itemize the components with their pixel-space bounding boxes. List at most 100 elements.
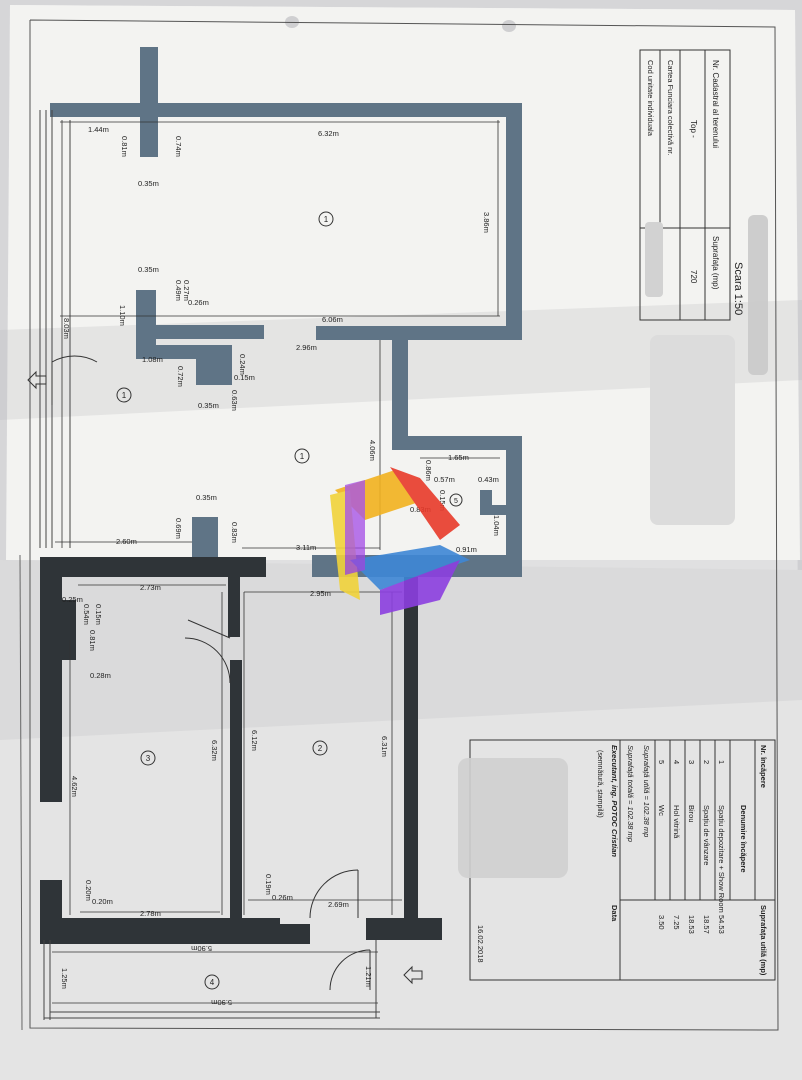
dimension-label: 0.27m	[182, 280, 191, 301]
table-row-nr: 1	[717, 760, 726, 764]
dimension-label: 6.32m	[318, 129, 339, 138]
dimension-label: 0.83m	[230, 522, 239, 543]
dimension-label: 0.15m	[94, 604, 103, 625]
dimension-label: 0.43m	[478, 475, 499, 484]
dimension-label: 6.12m	[250, 730, 259, 751]
surface-value: 720	[689, 270, 698, 284]
dimension-label: 0.69m	[174, 518, 183, 539]
table-row-name: Spațiu de vânzare	[702, 805, 711, 865]
dimension-label: 3.86m	[482, 212, 491, 233]
dimension-label: 0.15m	[234, 373, 255, 382]
dimension-label: 0.81m	[120, 136, 129, 157]
table-row-nr: 2	[702, 760, 711, 764]
dimension-label: 1.65m	[448, 453, 469, 462]
dimension-label: 0.19m	[264, 874, 273, 895]
dimension-label: 1.25m	[60, 968, 69, 989]
table-row-area: 3.50	[657, 915, 666, 930]
table-row-area: 54.53	[717, 915, 726, 934]
room-marker: 4	[210, 978, 215, 987]
redaction	[645, 222, 663, 297]
punch-hole	[502, 20, 516, 32]
rooms-table	[469, 739, 776, 981]
executant: Executant, ing. POTOC Cristian	[610, 745, 619, 857]
redaction	[458, 758, 568, 878]
redaction	[748, 215, 768, 375]
date-label: Data	[610, 905, 619, 922]
table-row-area: 18.57	[702, 915, 711, 934]
dimension-label: 0.86m	[424, 460, 433, 481]
dimension-label: 0.35m	[138, 179, 159, 188]
signature-note: (semnătură, ștampilă)	[596, 750, 603, 818]
paper-top-half	[6, 5, 800, 560]
table-row-nr: 3	[687, 760, 696, 764]
dimension-label: 0.26m	[272, 893, 293, 902]
table-row-name: Wc	[657, 805, 666, 816]
dimension-label: 0.35m	[138, 265, 159, 274]
dimension-label: 6.32m	[210, 740, 219, 761]
watermark-logo	[330, 467, 470, 615]
shadow-band-2	[0, 560, 802, 740]
table-row-area: 7.25	[672, 915, 681, 930]
table-row-nr: 5	[657, 760, 666, 764]
page-frame	[29, 19, 779, 1031]
table-header-name: Denumire încăpere	[739, 805, 748, 873]
dimension-label: 2.73m	[140, 583, 161, 592]
room-marker: 3	[146, 754, 151, 763]
dimension-label: 2.96m	[296, 343, 317, 352]
table-row-area: 18.53	[687, 915, 696, 934]
lower-wall-lines	[43, 940, 380, 1020]
dimension-label: 2.60m	[116, 537, 137, 546]
total-area: Suprafață totală = 102.38 mp	[626, 745, 635, 842]
date-value: 16.02.2018	[476, 925, 485, 963]
dimension-label: 0.20m	[84, 880, 93, 901]
room-markers: 1 1 1 2 3 4 5	[116, 211, 463, 990]
dimension-label: 2.95m	[310, 589, 331, 598]
dimension-label: 0.81m	[88, 630, 97, 651]
dimension-label: 2.78m	[140, 909, 161, 918]
dimension-label: 0.49m	[174, 280, 183, 301]
table-row-name: Hol vitrină	[672, 805, 681, 839]
dimension-labels: 1.44m 6.32m 0.81m 0.74m 0.35m 3.86m 0.35…	[60, 125, 501, 1007]
entrance-arrow-icon	[403, 965, 423, 985]
dimension-label: 1.21m	[364, 966, 373, 987]
scale-text: Scara 1:50	[732, 262, 744, 315]
dimension-label: 0.25m	[62, 595, 83, 604]
cf-label: Cartea Funciara colectivă nr.	[666, 60, 675, 155]
dimension-label: 5.90m	[211, 998, 232, 1007]
dimension-label: 0.63m	[230, 390, 239, 411]
dimension-label: 0.28m	[90, 671, 111, 680]
dimension-label: 0.74m	[174, 136, 183, 157]
cadastral-label: Nr. Cadastral al terenului	[711, 60, 720, 148]
room-marker: 1	[300, 452, 305, 461]
dimension-label: 0.57m	[434, 475, 455, 484]
dimension-label: 0.15m	[438, 490, 447, 511]
redaction	[650, 335, 735, 525]
paper-bottom-half	[0, 560, 802, 1080]
walls-lower	[40, 557, 442, 944]
entrance-arrow-icon	[27, 370, 47, 390]
dimension-label: 6.06m	[322, 315, 343, 324]
left-wall-lines	[39, 110, 71, 548]
surface-label: Suprafața (mp)	[711, 236, 720, 290]
dimension-label: 0.24m	[238, 354, 247, 375]
dimension-label: 0.72m	[176, 366, 185, 387]
dimension-label: 4.06m	[368, 440, 377, 461]
dimension-label: 0.26m	[188, 298, 209, 307]
dimension-label: 4.62m	[70, 776, 79, 797]
dimension-lines	[52, 120, 500, 1004]
room-marker: 1	[324, 215, 329, 224]
room-marker: 5	[454, 498, 458, 505]
dimension-label: 1.44m	[88, 125, 109, 134]
top-label: Top -	[689, 120, 698, 138]
table-row-nr: 4	[672, 760, 681, 764]
unit-code-label: Cod unitate individuala	[646, 60, 655, 137]
useful-area: Suprafață utilă = 102.38 mp	[642, 745, 651, 837]
room-marker: 1	[122, 391, 127, 400]
room-marker: 2	[318, 744, 323, 753]
dimension-label: 3.11m	[296, 543, 316, 552]
dimension-label: 0.54m	[82, 604, 91, 625]
table-row-name: Birou	[687, 805, 696, 823]
dimension-label: 1.08m	[142, 355, 163, 364]
table-header-nr: Nr. încăpere	[759, 745, 768, 788]
